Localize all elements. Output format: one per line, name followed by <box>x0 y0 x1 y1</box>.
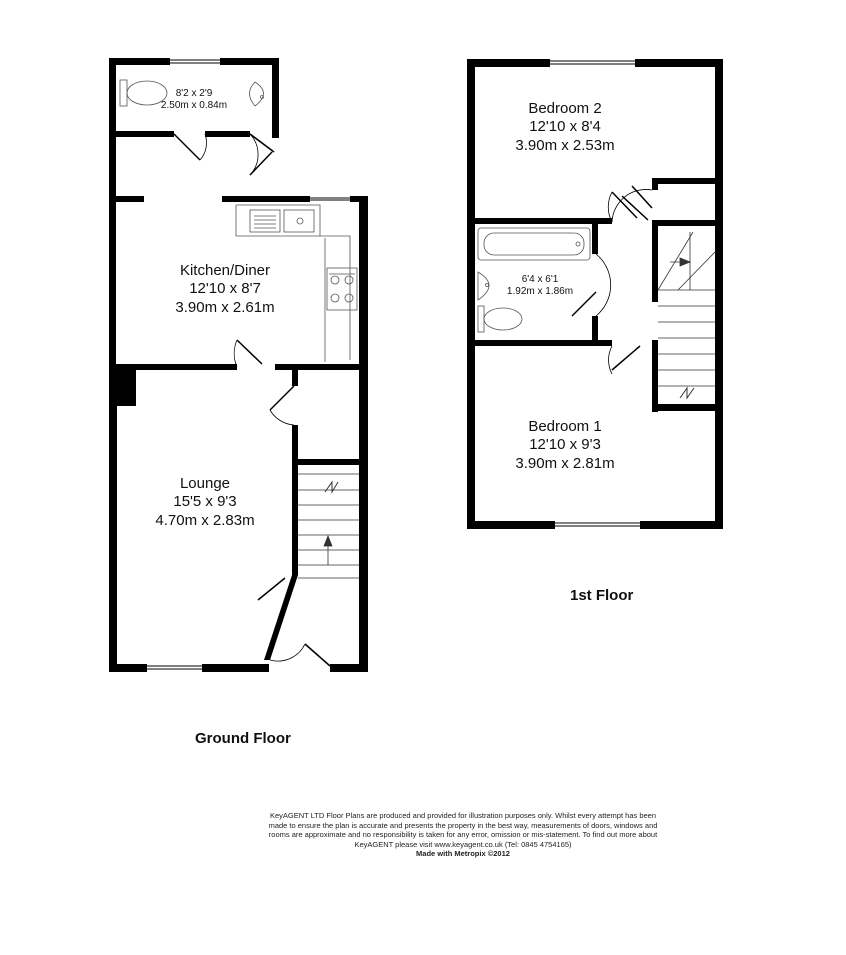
kitchen-fittings <box>235 204 358 362</box>
bedroom1-imperial: 12'10 x 9'3 <box>529 436 601 453</box>
first-floor-plan <box>467 59 723 529</box>
ground-floor-plan <box>109 58 368 672</box>
kitchen-metric: 3.90m x 2.61m <box>175 299 275 316</box>
lounge-label: Lounge 15'5 x 9'3 4.70m x 2.83m <box>120 475 290 530</box>
bedroom1-name: Bedroom 1 <box>528 418 602 435</box>
lounge-metric: 4.70m x 2.83m <box>155 512 255 529</box>
bedroom2-imperial: 12'10 x 8'4 <box>529 118 601 135</box>
bedroom2-label: Bedroom 2 12'10 x 8'4 3.90m x 2.53m <box>480 100 650 155</box>
bedroom1-label: Bedroom 1 12'10 x 9'3 3.90m x 2.81m <box>480 418 650 473</box>
first-floor-label: 1st Floor <box>570 587 634 604</box>
kitchen-name: Kitchen/Diner <box>179 262 271 279</box>
first-windows <box>550 60 640 527</box>
bathroom-label: 6'4 x 6'1 1.92m x 1.86m <box>490 274 590 298</box>
bathroom-fittings <box>477 227 591 333</box>
ground-stairs <box>298 473 359 579</box>
bathroom-imperial: 6'4 x 6'1 <box>521 274 559 285</box>
lounge-name: Lounge <box>179 475 231 492</box>
ground-doors <box>173 133 331 667</box>
bedroom2-name: Bedroom 2 <box>528 100 602 117</box>
wc-imperial: 8'2 x 2'9 <box>175 88 213 99</box>
made-with-credit: Made with Metropix ©2012 <box>416 849 510 859</box>
first-stairs <box>657 231 716 400</box>
wc-fittings <box>119 79 264 107</box>
kitchen-label: Kitchen/Diner 12'10 x 8'7 3.90m x 2.61m <box>140 262 310 317</box>
bedroom2-metric: 3.90m x 2.53m <box>515 137 615 154</box>
kitchen-imperial: 12'10 x 8'7 <box>189 280 261 297</box>
wc-metric: 2.50m x 0.84m <box>160 100 228 111</box>
ground-windows <box>147 59 350 670</box>
lounge-imperial: 15'5 x 9'3 <box>173 493 237 510</box>
disclaimer: KeyAGENT LTD Floor Plans are produced an… <box>268 811 658 859</box>
ground-floor-label: Ground Floor <box>195 730 291 747</box>
disclaimer-text: KeyAGENT LTD Floor Plans are produced an… <box>268 811 658 849</box>
bathroom-metric: 1.92m x 1.86m <box>506 286 574 297</box>
wc-label: 8'2 x 2'9 2.50m x 0.84m <box>134 88 254 112</box>
first-doors <box>571 185 653 375</box>
bedroom1-metric: 3.90m x 2.81m <box>515 455 615 472</box>
